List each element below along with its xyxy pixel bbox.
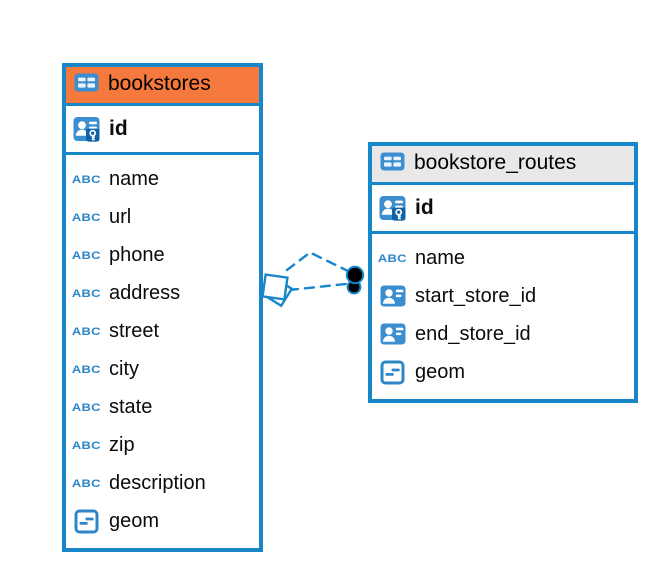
column-list: id ABC name start_store_id end_store_id … (372, 185, 634, 399)
geometry-icon (378, 360, 407, 385)
table-title: bookstore_routes (414, 151, 577, 174)
column-list: id ABC name ABC url ABC phone ABC addres… (66, 106, 259, 548)
column-label: city (109, 357, 139, 380)
column-row-name[interactable]: ABC name (372, 239, 634, 277)
column-label: name (415, 246, 466, 269)
column-row-state[interactable]: ABC state (66, 388, 259, 426)
column-label: street (109, 319, 160, 342)
text-icon: ABC (72, 172, 101, 186)
column-row-geom[interactable]: geom (372, 353, 634, 391)
text-icon: ABC (378, 251, 407, 265)
foreign-key-icon (378, 285, 407, 307)
column-row-end_store_id[interactable]: end_store_id (372, 315, 634, 353)
table-bookstores[interactable]: bookstores id ABC name ABC url ABC phone… (62, 63, 263, 552)
text-icon: ABC (72, 286, 101, 300)
text-icon: ABC (72, 362, 101, 376)
table-icon (74, 73, 99, 98)
column-row-address[interactable]: ABC address (66, 274, 259, 312)
primary-key-icon (72, 116, 101, 142)
column-row-id[interactable]: id (372, 185, 634, 234)
foreign-key-icon (378, 323, 407, 345)
column-label: start_store_id (415, 284, 537, 307)
column-label: name (109, 167, 160, 190)
relationship-line-lower[interactable] (287, 282, 348, 292)
column-row-geom[interactable]: geom (66, 502, 259, 540)
relationship-many-marker (261, 273, 294, 308)
column-label: end_store_id (415, 322, 531, 345)
table-icon (380, 152, 405, 177)
table-bookstore-routes-header[interactable]: bookstore_routes (372, 146, 634, 185)
geometry-icon (72, 509, 101, 534)
column-label: description (109, 471, 206, 494)
text-icon: ABC (72, 324, 101, 338)
column-label: id (415, 196, 434, 219)
column-row-url[interactable]: ABC url (66, 198, 259, 236)
column-label: zip (109, 433, 135, 456)
relationship-bookstores-to-routes[interactable] (261, 251, 365, 308)
column-row-description[interactable]: ABC description (66, 464, 259, 502)
column-label: id (109, 117, 128, 140)
column-label: state (109, 395, 153, 418)
column-row-zip[interactable]: ABC zip (66, 426, 259, 464)
text-icon: ABC (72, 400, 101, 414)
column-row-name[interactable]: ABC name (66, 160, 259, 198)
table-title: bookstores (108, 72, 211, 95)
relationship-line-upper[interactable] (285, 251, 350, 273)
primary-key-icon (378, 195, 407, 221)
relationship-one-marker (345, 265, 365, 295)
table-bookstores-header[interactable]: bookstores (66, 67, 259, 106)
column-row-id[interactable]: id (66, 106, 259, 155)
column-label: geom (415, 360, 466, 383)
table-bookstore-routes[interactable]: bookstore_routes id ABC name start_store… (368, 142, 638, 403)
column-row-street[interactable]: ABC street (66, 312, 259, 350)
column-row-city[interactable]: ABC city (66, 350, 259, 388)
column-label: url (109, 205, 132, 228)
column-row-phone[interactable]: ABC phone (66, 236, 259, 274)
text-icon: ABC (72, 476, 101, 490)
column-row-start_store_id[interactable]: start_store_id (372, 277, 634, 315)
column-label: phone (109, 243, 165, 266)
column-label: geom (109, 509, 160, 532)
column-label: address (109, 281, 181, 304)
text-icon: ABC (72, 210, 101, 224)
text-icon: ABC (72, 438, 101, 452)
text-icon: ABC (72, 248, 101, 262)
